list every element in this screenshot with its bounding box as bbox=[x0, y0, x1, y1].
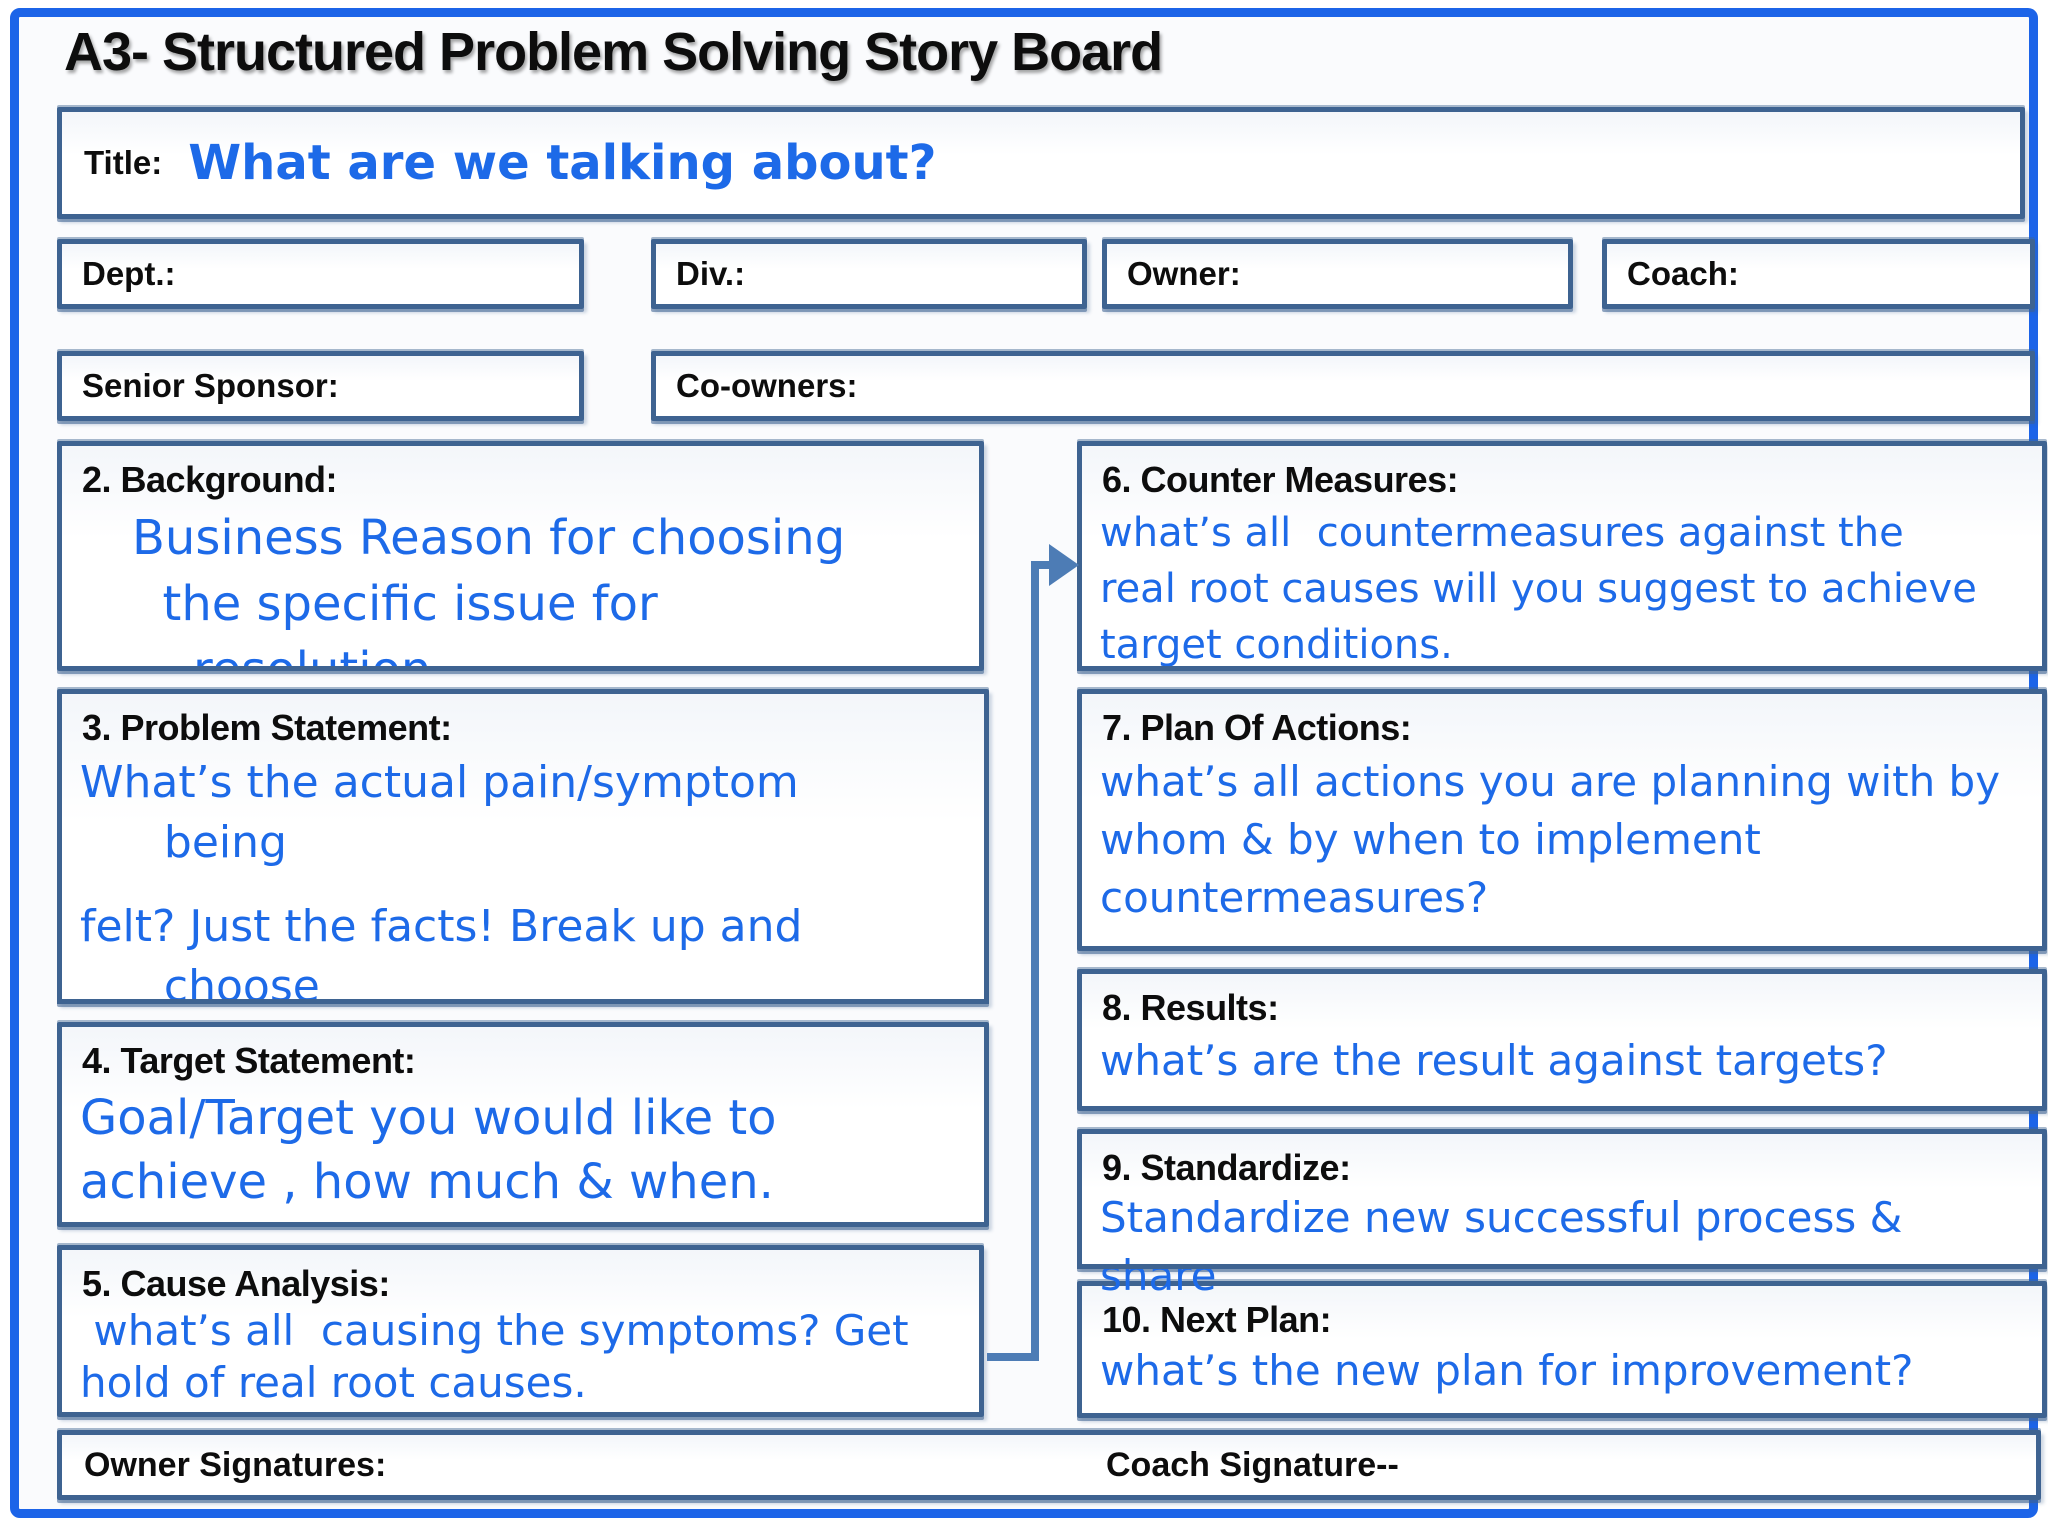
section-results: 8. Results: what’s are the result agains… bbox=[1077, 969, 2047, 1111]
section-counter-measures: 6. Counter Measures: what’s all counterm… bbox=[1077, 441, 2047, 671]
section-background-body: Business Reason for choosing the specifi… bbox=[132, 510, 846, 671]
signatures-field: Owner Signatures: Coach Signature-- bbox=[57, 1430, 2041, 1500]
dept-label: Dept.: bbox=[82, 255, 176, 292]
section-target-statement-body: Goal/Target you would like to achieve , … bbox=[80, 1090, 777, 1210]
section-plan-of-actions-body: what’s all actions you are planning with… bbox=[1100, 757, 2001, 922]
connector-elbow-bottom-segment bbox=[987, 1353, 1039, 1361]
co-owners-field: Co-owners: bbox=[651, 351, 2035, 421]
section-counter-measures-title: 6. Counter Measures: bbox=[1102, 459, 1459, 500]
section-next-plan: 10. Next Plan: what’s the new plan for i… bbox=[1077, 1281, 2047, 1418]
section-next-plan-body: what’s the new plan for improvement? bbox=[1100, 1346, 1914, 1395]
section-cause-analysis: 5. Cause Analysis: what’s all causing th… bbox=[57, 1245, 984, 1417]
section-standardize: 9. Standardize: Standardize new successf… bbox=[1077, 1129, 2047, 1300]
section-background: 2. Background: Business Reason for choos… bbox=[57, 441, 984, 671]
coach-field: Coach: bbox=[1602, 239, 2035, 309]
section-results-body: what’s are the result against targets? bbox=[1100, 1036, 1888, 1085]
section-problem-statement-title: 3. Problem Statement: bbox=[82, 707, 452, 748]
coach-signature-label: Coach Signature-- bbox=[1106, 1445, 1399, 1484]
coach-label: Coach: bbox=[1627, 255, 1739, 292]
owner-label: Owner: bbox=[1127, 255, 1241, 292]
section-standardize-title: 9. Standardize: bbox=[1102, 1147, 1351, 1188]
page-title: A3- Structured Problem Solving Story Boa… bbox=[64, 22, 1163, 82]
co-owners-label: Co-owners: bbox=[676, 367, 858, 404]
connector-arrowhead-icon bbox=[1049, 544, 1079, 586]
a3-storyboard-frame: A3- Structured Problem Solving Story Boa… bbox=[10, 8, 2047, 1518]
div-label: Div.: bbox=[676, 255, 746, 292]
title-field: Title: What are we talking about? bbox=[57, 107, 2025, 219]
owner-signatures-label: Owner Signatures: bbox=[84, 1445, 387, 1484]
section-cause-analysis-title: 5. Cause Analysis: bbox=[82, 1263, 390, 1304]
title-label: Title: bbox=[84, 144, 163, 181]
section-plan-of-actions: 7. Plan Of Actions: what’s all actions y… bbox=[1077, 689, 2047, 951]
section-counter-measures-body: what’s all countermeasures against the r… bbox=[1100, 510, 1977, 668]
section-standardize-body: Standardize new successful process & sha… bbox=[1100, 1193, 1903, 1300]
connector-vertical-segment bbox=[1031, 561, 1039, 1361]
section-background-title: 2. Background: bbox=[82, 459, 338, 500]
senior-sponsor-field: Senior Sponsor: bbox=[57, 351, 584, 421]
section-cause-analysis-body: what’s all causing the symptoms? Get hol… bbox=[80, 1306, 909, 1407]
section-target-statement: 4. Target Statement: Goal/Target you wou… bbox=[57, 1022, 989, 1227]
owner-field: Owner: bbox=[1102, 239, 1573, 309]
section-plan-of-actions-title: 7. Plan Of Actions: bbox=[1102, 707, 1412, 748]
section-next-plan-title: 10. Next Plan: bbox=[1102, 1299, 1332, 1340]
title-value: What are we talking about? bbox=[188, 135, 937, 191]
senior-sponsor-label: Senior Sponsor: bbox=[82, 367, 339, 404]
dept-field: Dept.: bbox=[57, 239, 584, 309]
section-problem-statement-body: What’s the actual pain/symptom being bbox=[80, 757, 799, 868]
div-field: Div.: bbox=[651, 239, 1087, 309]
connector-top-segment bbox=[1031, 561, 1053, 569]
section-target-statement-title: 4. Target Statement: bbox=[82, 1040, 416, 1081]
section-results-title: 8. Results: bbox=[1102, 987, 1279, 1028]
section-problem-statement: 3. Problem Statement: What’s the actual … bbox=[57, 689, 989, 1012]
section-problem-statement-body2: felt? Just the facts! Break up and choos… bbox=[80, 901, 803, 1012]
